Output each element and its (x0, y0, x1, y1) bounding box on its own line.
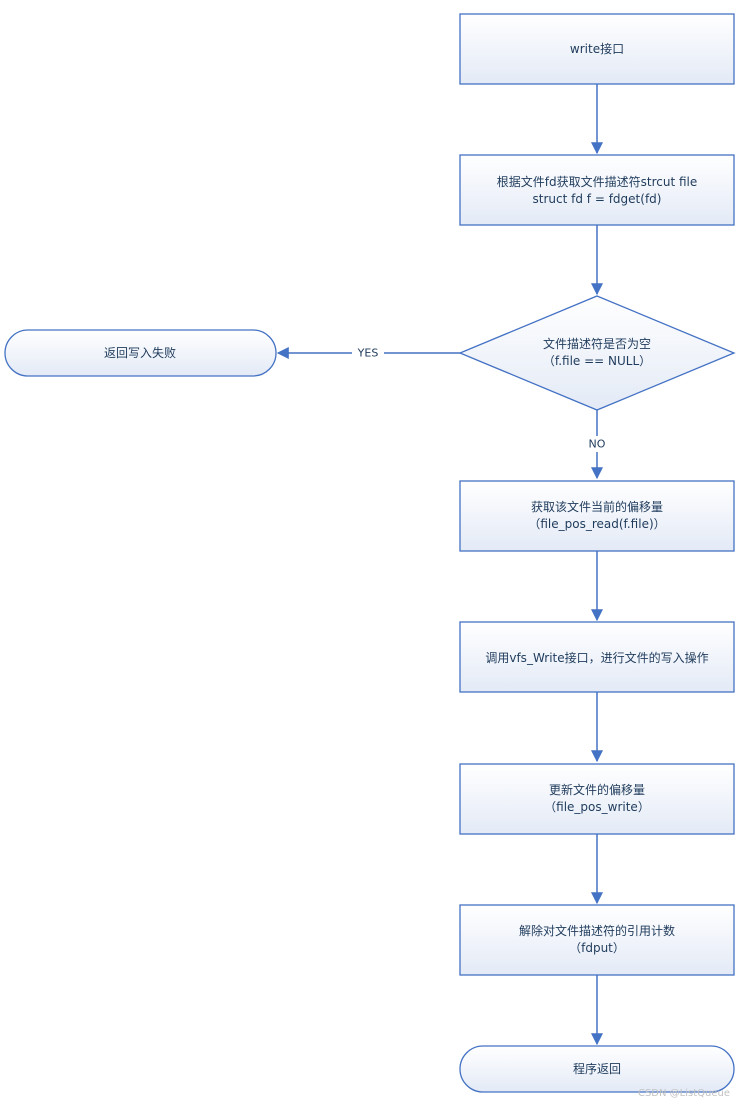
node-fail-line-1: 返回写入失败 (104, 345, 176, 360)
watermark: CSDN @ListQueue (638, 1088, 730, 1099)
node-get-file-line-2: struct fd f = fdget(fd) (533, 192, 662, 206)
node-check-null: 文件描述符是否为空 （f.file == NULL） (458, 295, 736, 411)
edge-label-yes: YES (357, 347, 379, 360)
node-start: write接口 (459, 13, 735, 85)
node-end: 程序返回 (459, 1045, 735, 1093)
node-start-line-1: write接口 (570, 41, 624, 56)
node-read-pos-line-1: 获取该文件当前的偏移量 (531, 499, 663, 514)
node-read-pos: 获取该文件当前的偏移量 （file_pos_read(f.file)） (459, 480, 735, 552)
node-fdput: 解除对文件描述符的引用计数 （fdput） (459, 904, 735, 976)
edge-label-no: NO (589, 438, 606, 451)
node-vfs-write-line-1: 调用vfs_Write接口，进行文件的写入操作 (485, 650, 708, 665)
node-update-pos-line-1: 更新文件的偏移量 (549, 782, 645, 797)
node-fail: 返回写入失败 (4, 329, 277, 377)
node-get-file: 根据文件fd获取文件描述符strcut file struct fd f = f… (459, 154, 735, 226)
node-get-file-line-1: 根据文件fd获取文件描述符strcut file (497, 174, 697, 189)
node-end-line-1: 程序返回 (573, 1061, 621, 1076)
node-fdput-line-2: （fdput） (569, 941, 625, 955)
node-update-pos: 更新文件的偏移量 （file_pos_write） (459, 763, 735, 835)
node-check-null-line-2: （f.file == NULL） (543, 354, 651, 368)
node-vfs-write: 调用vfs_Write接口，进行文件的写入操作 (459, 621, 735, 693)
connectors (276, 84, 603, 1046)
node-read-pos-line-2: （file_pos_read(f.file)） (528, 517, 665, 531)
node-update-pos-line-2: （file_pos_write） (544, 800, 650, 814)
node-fdput-line-1: 解除对文件描述符的引用计数 (519, 923, 675, 938)
node-check-null-line-1: 文件描述符是否为空 (543, 336, 651, 351)
